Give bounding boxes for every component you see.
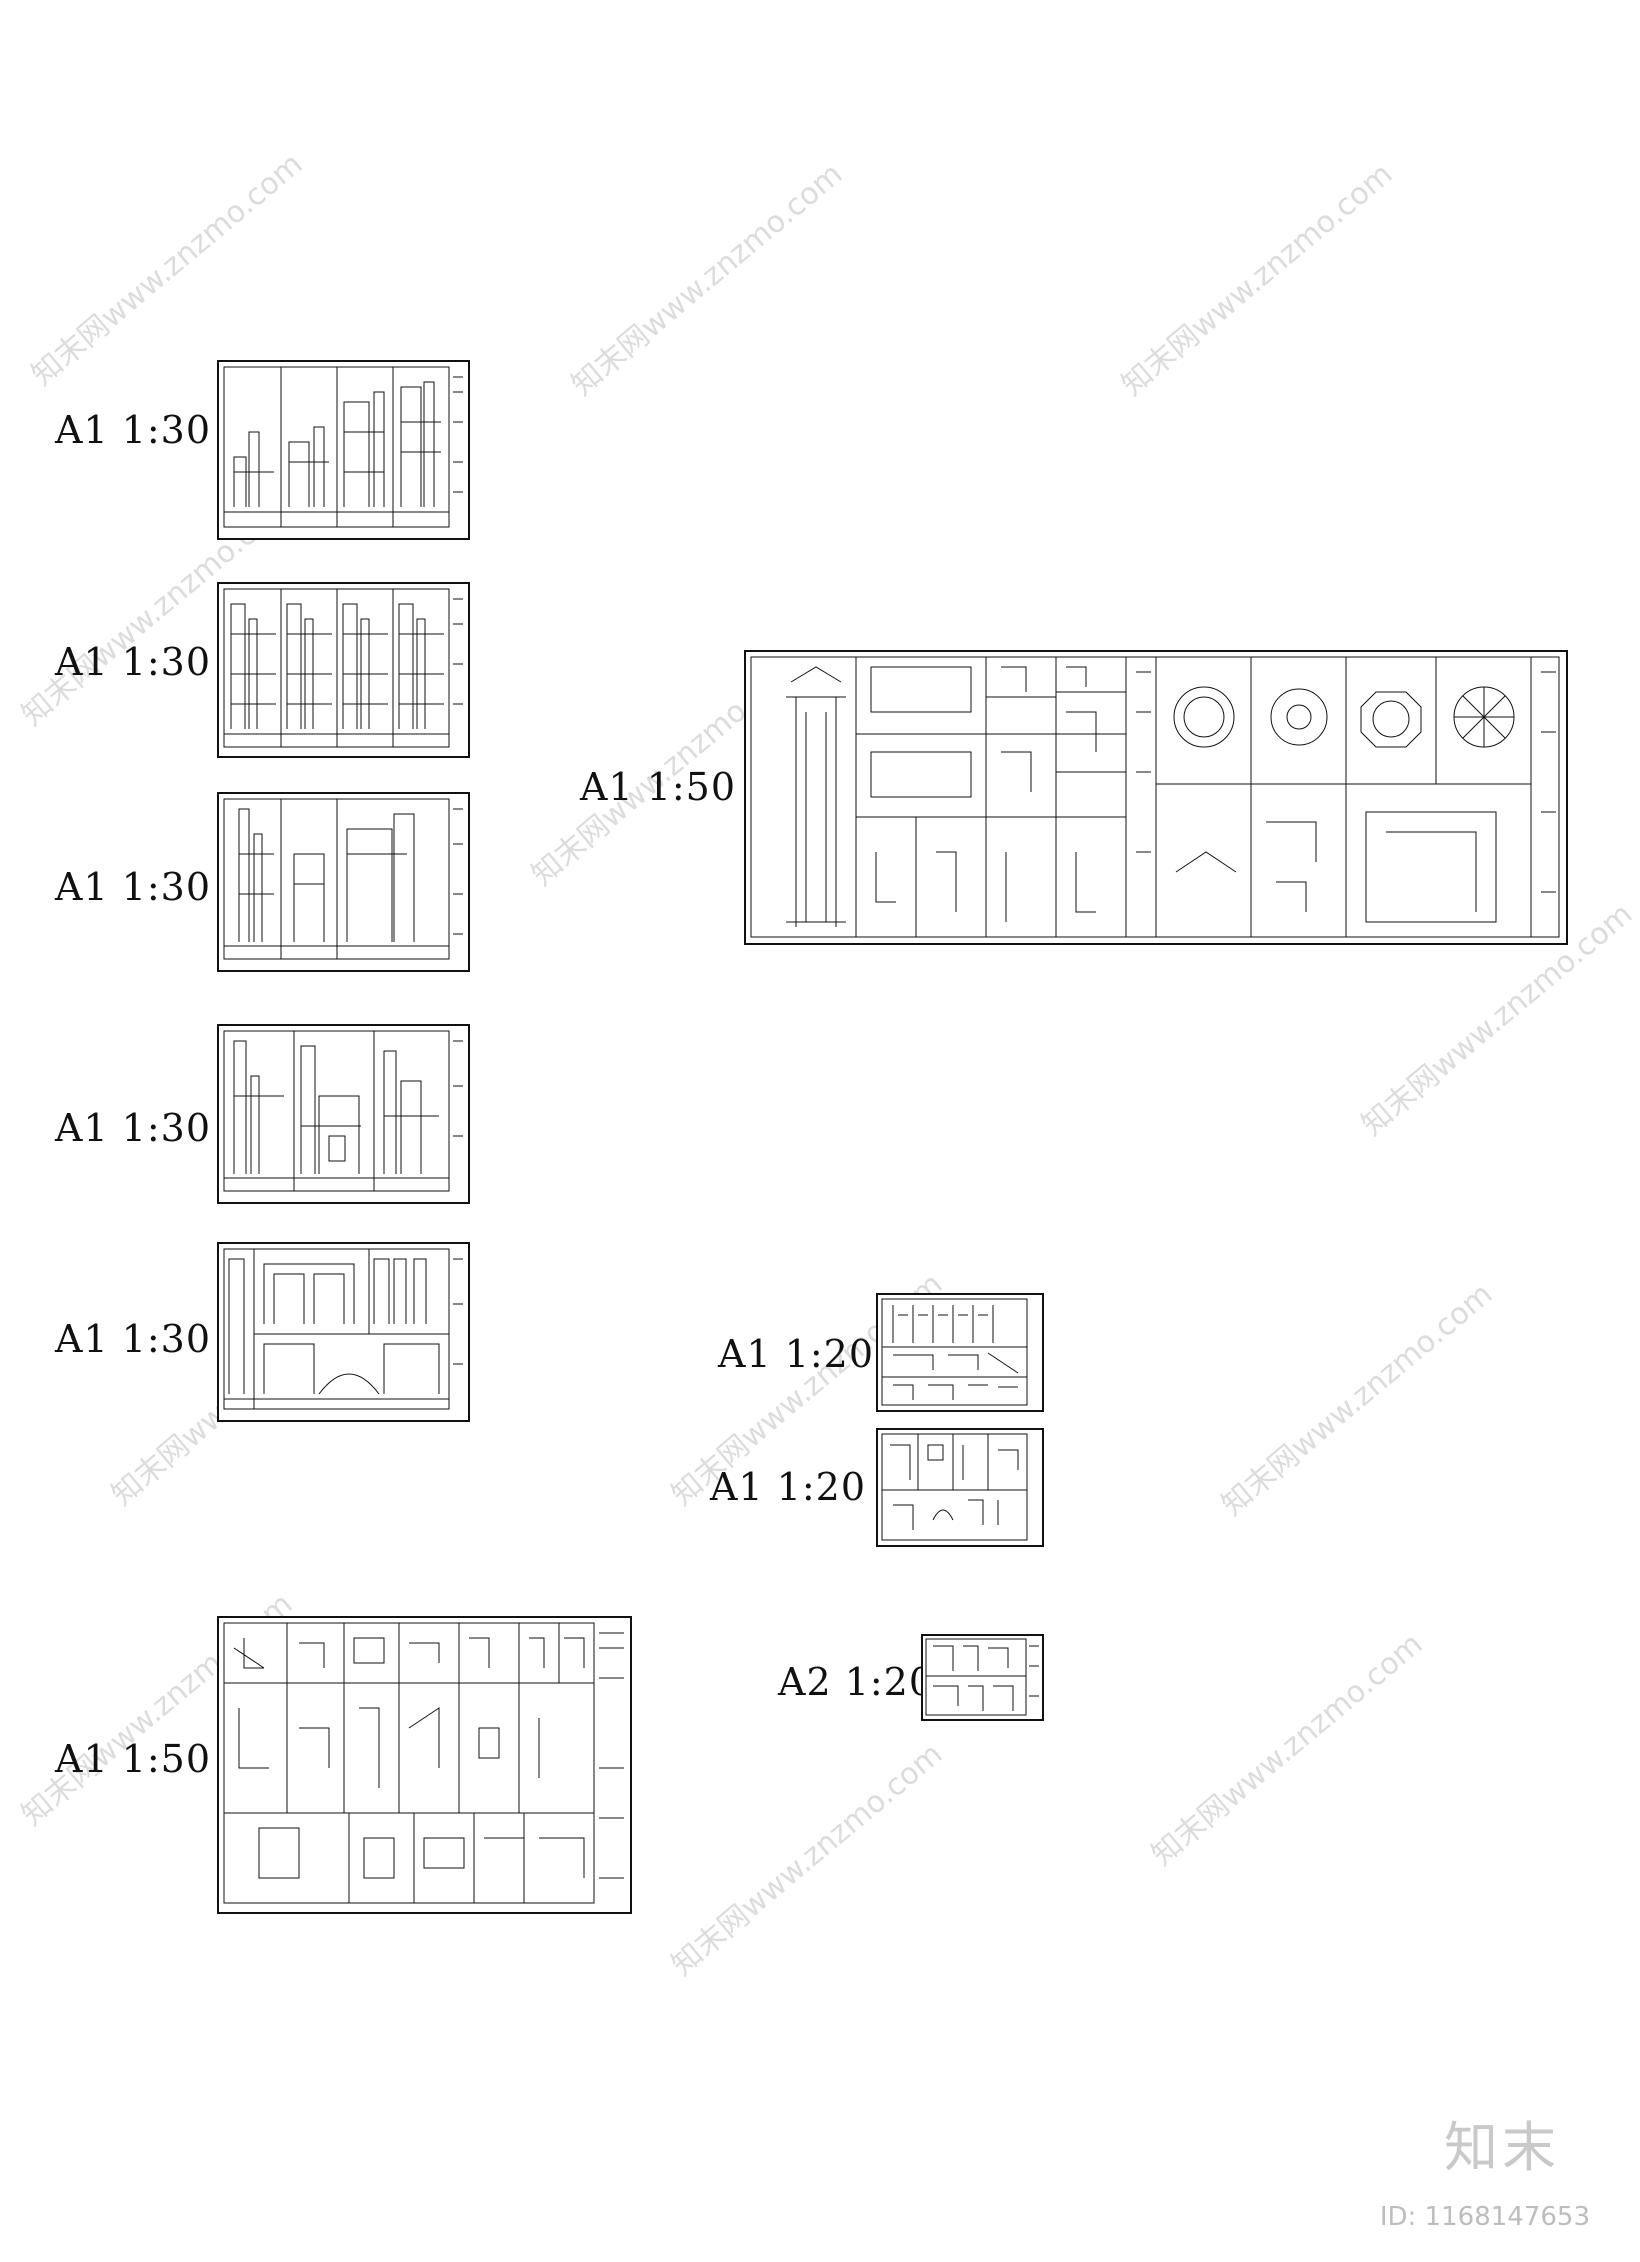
drawing-sheet xyxy=(744,650,1568,945)
sheet-scale-label: A1 1:20 xyxy=(710,1465,867,1509)
watermark: 知末网www.znzmo.com xyxy=(665,1736,950,1983)
sheet-scale-label: A2 1:20 xyxy=(778,1660,935,1704)
drawing-sheet xyxy=(876,1293,1044,1412)
sheet-scale-label: A1 1:30 xyxy=(55,640,212,684)
watermark: 知末网www.znzmo.com xyxy=(565,156,850,403)
watermark: 知末网www.znzmo.com xyxy=(1115,156,1400,403)
image-id: ID: 1168147653 xyxy=(1379,2202,1590,2232)
drawing-sheet xyxy=(217,582,470,758)
drawing-sheet xyxy=(217,360,470,540)
drawing-sheet xyxy=(217,792,470,972)
sheet-scale-label: A1 1:30 xyxy=(55,1317,212,1361)
watermark: 知末网www.znzmo.com xyxy=(1145,1626,1430,1873)
sheet-scale-label: A1 1:20 xyxy=(718,1332,875,1376)
sheet-scale-label: A1 1:50 xyxy=(55,1737,212,1781)
brand-logo: 知末 xyxy=(1444,2116,1560,2179)
sheet-scale-label: A1 1:50 xyxy=(580,765,737,809)
drawing-sheet xyxy=(921,1634,1044,1721)
drawing-sheet xyxy=(217,1024,470,1204)
sheet-scale-label: A1 1:30 xyxy=(55,865,212,909)
drawing-sheet xyxy=(217,1616,632,1914)
drawing-sheet xyxy=(217,1242,470,1422)
sheet-scale-label: A1 1:30 xyxy=(55,408,212,452)
watermark: 知末网www.znzmo.com xyxy=(1215,1276,1500,1523)
watermark: 知末网www.znzmo.com xyxy=(25,146,310,393)
sheet-scale-label: A1 1:30 xyxy=(55,1106,212,1150)
drawing-sheet xyxy=(876,1428,1044,1547)
